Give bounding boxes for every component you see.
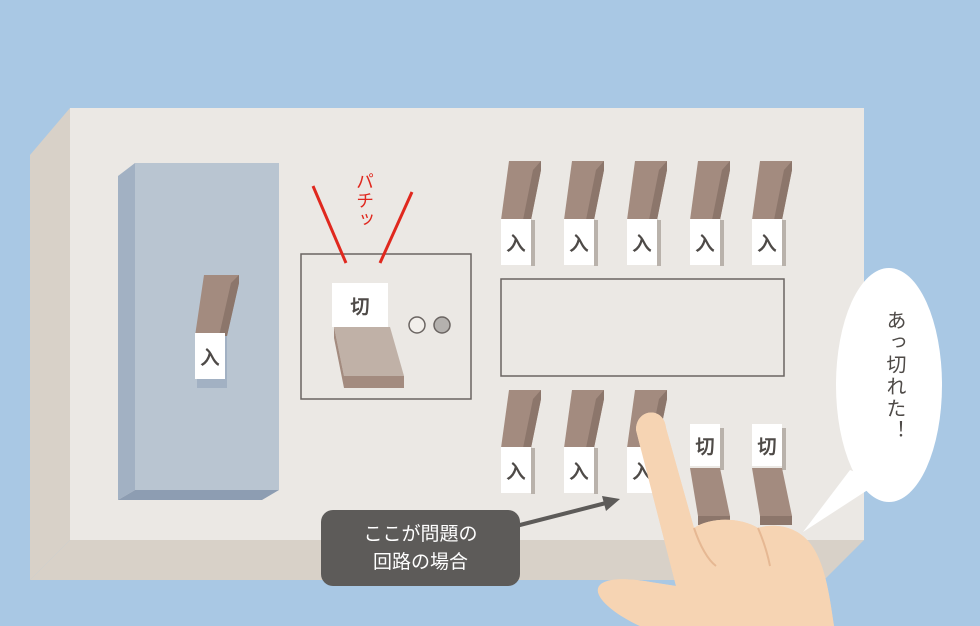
bottom-breaker-5-label: 切: [752, 424, 782, 466]
bottom-breaker-1[interactable]: [501, 390, 541, 494]
bottom-breaker-4-label: 切: [690, 424, 720, 466]
callout-line-2: 回路の場合: [372, 551, 468, 573]
bottom-breaker-4-tripped[interactable]: [690, 428, 730, 525]
top-breaker-4-label: 入: [690, 219, 720, 265]
speech-bubble-text: あっ切れた！: [883, 310, 907, 442]
bottom-breaker-5-tripped[interactable]: [752, 428, 792, 525]
indicator-lights: [408, 316, 451, 334]
callout-box: ここが問題の 回路の場合: [321, 510, 520, 586]
top-breaker-2[interactable]: [564, 161, 604, 266]
spark-lines: [311, 185, 414, 264]
speech-bubble: [803, 268, 942, 532]
top-breaker-3[interactable]: [627, 161, 667, 266]
top-breaker-4[interactable]: [690, 161, 730, 266]
bottom-breaker-2-label: 入: [564, 447, 594, 493]
bottom-breaker-1-label: 入: [501, 447, 531, 493]
callout-line-1: ここが問題の: [363, 523, 478, 545]
top-breaker-1[interactable]: [501, 161, 541, 266]
leak-breaker-label: 切: [332, 283, 388, 327]
top-breaker-levers: [501, 161, 792, 266]
top-breaker-3-label: 入: [627, 219, 657, 265]
callout-arrow: [515, 496, 620, 528]
bottom-breaker-2[interactable]: [564, 390, 604, 494]
top-breaker-2-label: 入: [564, 219, 594, 265]
top-breaker-1-label: 入: [501, 219, 531, 265]
circuit-label-plate: [500, 278, 785, 377]
top-breaker-5[interactable]: [752, 161, 792, 266]
spark-sound-text: パチッ: [353, 172, 374, 229]
main-switch-label: 入: [195, 333, 225, 379]
top-breaker-5-label: 入: [752, 219, 782, 265]
leak-breaker-frame: [300, 253, 472, 400]
leak-breaker-lever[interactable]: [334, 327, 404, 388]
